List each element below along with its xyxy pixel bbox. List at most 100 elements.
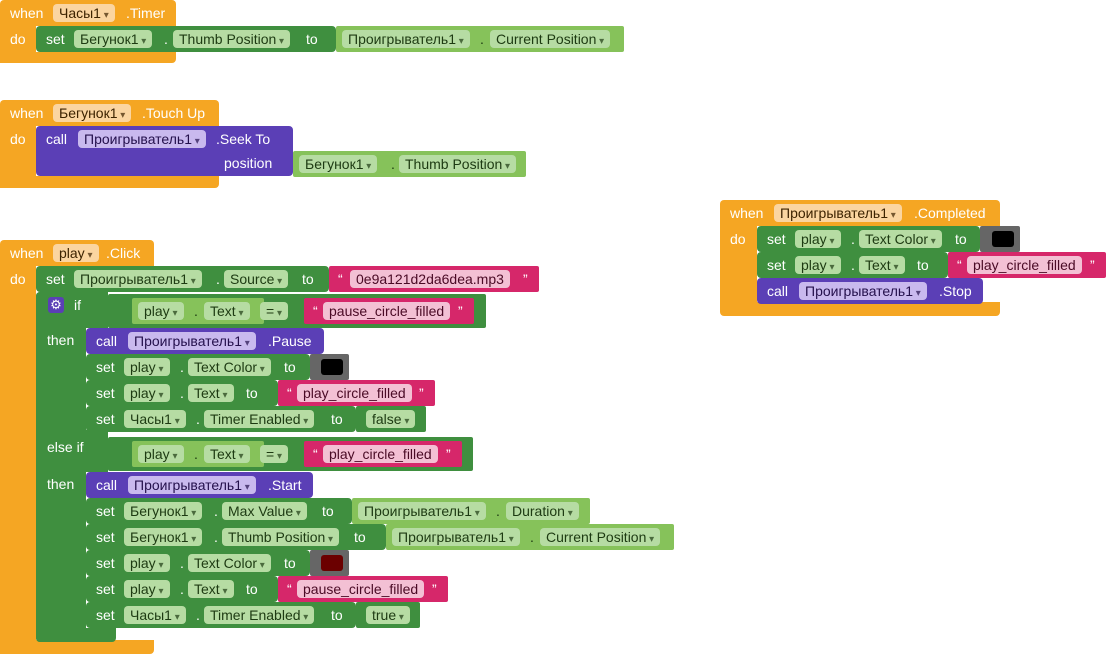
- getter-block[interactable]: Бегунок1 . Thumb Position: [293, 151, 526, 177]
- property-dropdown[interactable]: Text Color: [188, 554, 271, 572]
- set-block[interactable]: set Проигрыватель1 . Source to: [36, 266, 329, 292]
- to-keyword: to: [322, 503, 334, 519]
- text-block[interactable]: “ play_circle_filled ”: [948, 252, 1106, 278]
- property-dropdown[interactable]: Text Color: [859, 230, 942, 248]
- component-dropdown[interactable]: play: [53, 244, 99, 262]
- call-component-dropdown[interactable]: Проигрыватель1: [128, 476, 256, 494]
- then-keyword: then: [47, 476, 75, 492]
- set-block[interactable]: set play . Text to: [86, 576, 278, 602]
- target-component-dropdown[interactable]: Бегунок1: [74, 30, 153, 48]
- set-block[interactable]: set Часы1 . Timer Enabled to: [86, 602, 356, 628]
- text-block[interactable]: “ play_circle_filled ”: [304, 441, 462, 467]
- operator-dropdown[interactable]: =: [260, 302, 288, 320]
- set-block[interactable]: set Бегунок1 . Max Value to: [86, 498, 352, 524]
- boolean-block[interactable]: true: [356, 602, 420, 628]
- text-value[interactable]: play_circle_filled: [297, 384, 412, 402]
- color-swatch[interactable]: [321, 359, 343, 375]
- text-value[interactable]: play_circle_filled: [967, 256, 1082, 274]
- target-component-dropdown[interactable]: Бегунок1: [124, 528, 203, 546]
- call-component-dropdown[interactable]: Проигрыватель1: [128, 332, 256, 350]
- component-dropdown[interactable]: Часы1: [53, 4, 115, 22]
- call-block-stop[interactable]: call Проигрыватель1 .Stop: [757, 278, 983, 304]
- property-dropdown[interactable]: Source: [224, 270, 289, 288]
- property-dropdown[interactable]: Max Value: [222, 502, 307, 520]
- source-property-dropdown[interactable]: Current Position: [490, 30, 611, 48]
- source-property-dropdown[interactable]: Current Position: [540, 528, 661, 546]
- source-component-dropdown[interactable]: Проигрыватель1: [342, 30, 470, 48]
- property-dropdown[interactable]: Text Color: [188, 358, 271, 376]
- target-component-dropdown[interactable]: play: [124, 384, 170, 402]
- boolean-dropdown[interactable]: true: [366, 606, 410, 624]
- compare-block[interactable]: play . Text = “ play_circle_filled ”: [108, 437, 473, 471]
- color-swatch[interactable]: [321, 555, 343, 571]
- boolean-block[interactable]: false: [356, 406, 426, 432]
- target-component-dropdown[interactable]: Бегунок1: [124, 502, 203, 520]
- text-value[interactable]: pause_circle_filled: [297, 580, 425, 598]
- set-block[interactable]: set play . Text Color to: [86, 550, 310, 576]
- target-component-dropdown[interactable]: play: [124, 580, 170, 598]
- do-keyword: do: [10, 31, 26, 47]
- property-dropdown[interactable]: Thumb Position: [222, 528, 340, 546]
- target-component-dropdown[interactable]: play: [124, 554, 170, 572]
- text-block[interactable]: “ pause_circle_filled ”: [278, 576, 448, 602]
- text-value[interactable]: 0e9a121d2da6dea.mp3: [350, 270, 510, 288]
- getter-block[interactable]: play . Text: [132, 298, 264, 324]
- arg-component-dropdown[interactable]: Бегунок1: [299, 155, 378, 173]
- set-block[interactable]: set Часы1 . Timer Enabled to: [86, 406, 356, 432]
- component-dropdown[interactable]: play: [138, 302, 184, 320]
- text-value[interactable]: pause_circle_filled: [323, 302, 451, 320]
- property-dropdown[interactable]: Text: [204, 302, 250, 320]
- set-block[interactable]: set play . Text to: [757, 252, 948, 278]
- getter-block[interactable]: play . Text: [132, 441, 264, 467]
- property-dropdown[interactable]: Timer Enabled: [204, 410, 315, 428]
- color-block[interactable]: [310, 550, 349, 576]
- source-property-dropdown[interactable]: Duration: [506, 502, 579, 520]
- getter-block[interactable]: Проигрыватель1 . Duration: [352, 498, 590, 524]
- target-component-dropdown[interactable]: Часы1: [124, 606, 186, 624]
- target-component-dropdown[interactable]: play: [795, 256, 841, 274]
- target-component-dropdown[interactable]: Проигрыватель1: [74, 270, 202, 288]
- component-dropdown[interactable]: play: [138, 445, 184, 463]
- target-component-dropdown[interactable]: play: [795, 230, 841, 248]
- property-dropdown[interactable]: Text: [188, 580, 234, 598]
- set-block[interactable]: set play . Text Color to: [86, 354, 310, 380]
- color-block[interactable]: [310, 354, 349, 380]
- do-keyword: do: [730, 231, 746, 247]
- property-dropdown[interactable]: Text: [204, 445, 250, 463]
- arg-property-dropdown[interactable]: Thumb Position: [399, 155, 517, 173]
- call-block-start[interactable]: call Проигрыватель1 .Start: [86, 472, 313, 498]
- set-block[interactable]: set play . Text to: [86, 380, 278, 406]
- getter-block[interactable]: Проигрыватель1 . Current Position: [336, 26, 624, 52]
- text-block[interactable]: “ pause_circle_filled ”: [304, 298, 474, 324]
- text-block[interactable]: “ 0e9a121d2da6dea.mp3 ”: [329, 266, 539, 292]
- component-dropdown[interactable]: Бегунок1: [53, 104, 132, 122]
- color-swatch[interactable]: [992, 231, 1014, 247]
- property-dropdown[interactable]: Text: [859, 256, 905, 274]
- call-block-pause[interactable]: call Проигрыватель1 .Pause: [86, 328, 324, 354]
- method-name: .Seek To: [216, 131, 271, 147]
- call-block-seek-to[interactable]: call Проигрыватель1 .Seek To position: [36, 126, 293, 176]
- text-block[interactable]: “ play_circle_filled ”: [278, 380, 435, 406]
- source-component-dropdown[interactable]: Проигрыватель1: [392, 528, 520, 546]
- property-dropdown[interactable]: Text: [188, 384, 234, 402]
- component-dropdown[interactable]: Проигрыватель1: [774, 204, 902, 222]
- text-value[interactable]: play_circle_filled: [323, 445, 438, 463]
- compare-block[interactable]: play . Text = “ pause_circle_filled ”: [108, 294, 486, 328]
- operator-dropdown[interactable]: =: [260, 445, 288, 463]
- dot-label: .: [214, 503, 218, 519]
- property-dropdown[interactable]: Thumb Position: [173, 30, 291, 48]
- property-dropdown[interactable]: Timer Enabled: [204, 606, 315, 624]
- getter-block[interactable]: Проигрыватель1 . Current Position: [386, 524, 674, 550]
- set-block[interactable]: set play . Text Color to: [757, 226, 980, 252]
- set-block[interactable]: set Бегунок1 . Thumb Position to: [86, 524, 386, 550]
- gear-icon[interactable]: ⚙: [48, 297, 64, 313]
- boolean-dropdown[interactable]: false: [366, 410, 416, 428]
- target-component-dropdown[interactable]: Часы1: [124, 410, 186, 428]
- call-component-dropdown[interactable]: Проигрыватель1: [799, 282, 927, 300]
- source-component-dropdown[interactable]: Проигрыватель1: [358, 502, 486, 520]
- call-component-dropdown[interactable]: Проигрыватель1: [78, 130, 206, 148]
- target-component-dropdown[interactable]: play: [124, 358, 170, 376]
- dot-label: .: [180, 581, 184, 597]
- color-block[interactable]: [980, 226, 1020, 252]
- set-block[interactable]: set Бегунок1 . Thumb Position to: [36, 26, 336, 52]
